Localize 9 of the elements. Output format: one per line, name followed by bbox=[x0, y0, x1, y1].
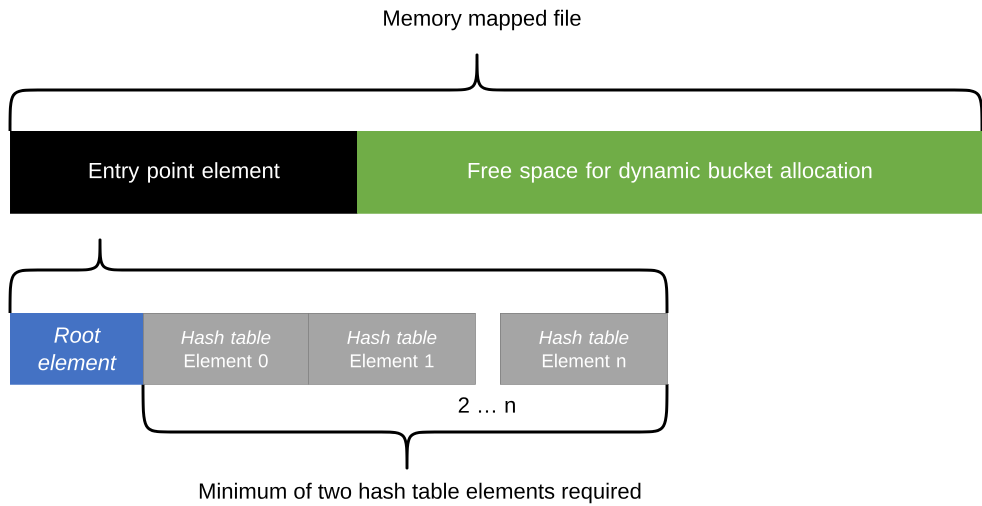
caption-text: Memory mapped file bbox=[384, 10, 581, 30]
memory-block: Root element bbox=[10, 313, 144, 385]
memory-block: Hash table Element 0 bbox=[143, 313, 309, 385]
memory-block: Hash table Element 1 bbox=[308, 313, 476, 385]
memory-block: Free space for dynamic bucket allocation bbox=[357, 131, 982, 214]
memory-block: Hash table Element n bbox=[500, 313, 668, 385]
caption-text: Minimum of two hash table elements required bbox=[200, 482, 640, 504]
caption-text: 2 … n bbox=[458, 397, 515, 413]
memory-block: Entry point element bbox=[10, 131, 358, 214]
